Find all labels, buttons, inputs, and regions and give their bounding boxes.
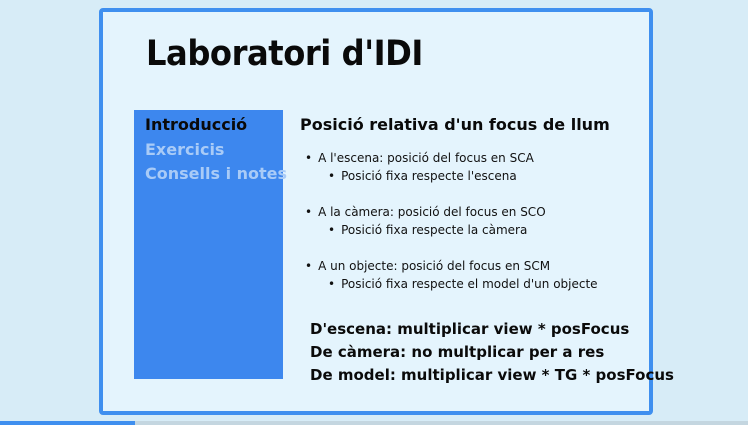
note-line: D'escena: multiplicar view * posFocus	[310, 320, 630, 338]
bullet-item: •A un objecte: posició del focus en SCM	[305, 259, 551, 273]
sub-bullet-item: •Posició fixa respecte el model d'un obj…	[328, 277, 598, 291]
slide-title: Laboratori d'IDI	[146, 34, 423, 74]
slide-nav-sidebar: Introducció Exercicis Consells i notes	[134, 110, 287, 379]
sub-bullet-item: •Posició fixa respecte l'escena	[328, 169, 517, 183]
bullet-item: •A la càmera: posició del focus en SCO	[305, 205, 546, 219]
nav-item-exercicis[interactable]: Exercicis	[145, 140, 225, 159]
section-title: Posició relativa d'un focus de llum	[300, 115, 610, 134]
sub-bullet-text: Posició fixa respecte el model d'un obje…	[341, 277, 598, 291]
bullet-item: •A l'escena: posició del focus en SCA	[305, 151, 534, 165]
sub-bullet-text: Posició fixa respecte la càmera	[341, 223, 528, 237]
presentation-progress-bar[interactable]	[0, 421, 748, 425]
bullet-text: A la càmera: posició del focus en SCO	[318, 205, 546, 219]
progress-fill	[0, 421, 135, 425]
sub-bullet-item: •Posició fixa respecte la càmera	[328, 223, 528, 237]
sub-bullet-text: Posició fixa respecte l'escena	[341, 169, 517, 183]
nav-item-introduccio[interactable]: Introducció	[145, 115, 248, 134]
note-line: De model: multiplicar view * TG * posFoc…	[310, 366, 674, 384]
note-line: De càmera: no multplicar per a res	[310, 343, 605, 361]
nav-item-consells[interactable]: Consells i notes	[145, 164, 288, 183]
bullet-text: A l'escena: posició del focus en SCA	[318, 151, 534, 165]
bullet-text: A un objecte: posició del focus en SCM	[318, 259, 551, 273]
